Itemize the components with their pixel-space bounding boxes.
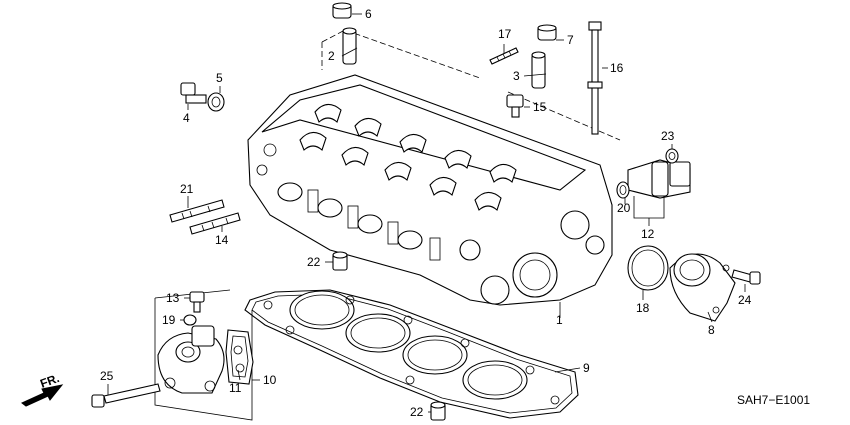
end-boss-small — [480, 275, 510, 305]
assembly-outline-right — [507, 91, 621, 141]
intake-ports — [277, 182, 441, 261]
callout-2: 2 — [328, 49, 335, 63]
callout-10: 10 — [263, 373, 277, 387]
part-18-gasket — [627, 245, 669, 291]
callout-22-upper: 22 — [307, 255, 321, 269]
part-13-bolt — [189, 291, 205, 313]
callout-20: 20 — [617, 201, 631, 215]
assembly-outline-top — [321, 29, 481, 79]
callout-17: 17 — [498, 27, 512, 41]
part-4-bolt — [180, 82, 207, 104]
camshaft-saddles — [299, 103, 517, 211]
part-5-washer — [207, 92, 225, 112]
gasket-bore-4 — [462, 360, 528, 400]
callout-24: 24 — [738, 293, 752, 307]
part-21-stud — [169, 199, 225, 223]
part-22-dowel-lower — [430, 401, 446, 421]
callout-23: 23 — [661, 129, 675, 143]
gasket-bore-2 — [345, 313, 411, 353]
callout-9: 9 — [583, 361, 590, 375]
callout-5: 5 — [216, 71, 223, 85]
part-10-solenoid — [157, 325, 225, 394]
callout-22-lower: 22 — [410, 405, 424, 419]
callout-7: 7 — [567, 33, 574, 47]
callout-19: 19 — [162, 313, 176, 327]
callout-8: 8 — [708, 323, 715, 337]
part-24-bolt — [731, 269, 761, 285]
callout-25: 25 — [100, 369, 114, 383]
callout-21: 21 — [180, 182, 194, 196]
end-boss-right — [560, 210, 590, 240]
callout-18: 18 — [636, 301, 650, 315]
part-17-dowel — [489, 47, 519, 65]
callout-15: 15 — [533, 100, 547, 114]
callout-3: 3 — [513, 69, 520, 83]
gasket-bore-3 — [402, 335, 468, 375]
part-22-dowel-upper — [332, 251, 348, 271]
part-23-oring — [665, 148, 679, 164]
part-20-oring — [616, 181, 630, 199]
direction-label: FR. — [38, 371, 61, 391]
part-14-stud — [189, 212, 241, 235]
part-6-valve-seal — [332, 2, 352, 19]
part-15-plug — [506, 94, 524, 118]
part-25-bolt — [91, 383, 161, 408]
callout-11: 11 — [229, 381, 242, 395]
part-19-washer — [183, 314, 197, 326]
part-12-sensor — [627, 159, 691, 199]
part-2-valve-guide — [342, 27, 357, 65]
end-boss-large — [512, 252, 558, 298]
part-16-bolt — [587, 21, 603, 135]
gasket-bore-1 — [289, 290, 355, 330]
head-body — [247, 74, 613, 306]
callout-6: 6 — [365, 7, 372, 21]
callout-4: 4 — [183, 111, 190, 125]
diagram-code: SAH7−E1001 — [737, 393, 810, 407]
callout-12: 12 — [641, 227, 655, 241]
callout-16: 16 — [610, 61, 624, 75]
callout-labels: 6 2 7 3 17 15 16 4 5 21 14 22 1 9 22 12 … — [100, 7, 752, 419]
part-7-valve-seal — [537, 24, 557, 41]
front-direction-arrow-icon — [21, 384, 64, 407]
part-8-housing — [669, 253, 736, 322]
leader-lines — [107, 13, 746, 413]
part-3-valve-guide — [531, 51, 546, 89]
cylinder-head — [247, 29, 621, 306]
head-gasket — [244, 289, 579, 419]
part-11-gasket — [225, 329, 254, 385]
callout-13: 13 — [166, 291, 180, 305]
callout-1: 1 — [556, 313, 563, 327]
callout-14: 14 — [215, 233, 229, 247]
